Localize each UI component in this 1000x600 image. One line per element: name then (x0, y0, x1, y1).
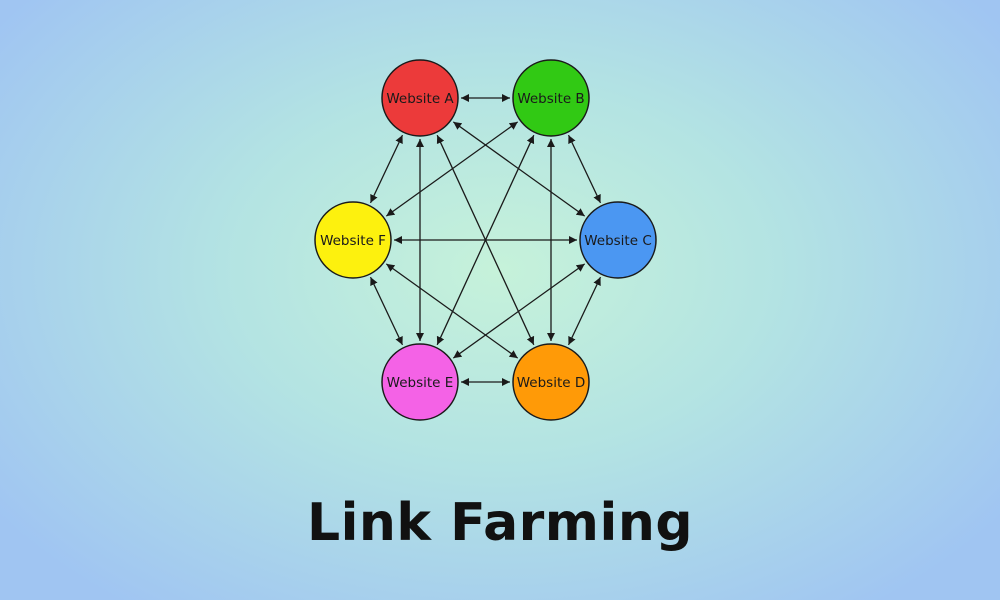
edge-c-e (452, 263, 586, 359)
node-website-e: Website E (381, 343, 459, 421)
node-label: Website E (387, 375, 454, 391)
node-website-d: Website D (512, 343, 590, 421)
node-circle (579, 201, 657, 279)
node-circle (381, 59, 459, 137)
edges-layer (369, 94, 602, 386)
node-label: Website F (320, 233, 386, 249)
node-label: Website A (386, 91, 454, 107)
node-label: Website D (517, 375, 586, 391)
edge-b-f (385, 121, 519, 217)
node-circle (314, 201, 392, 279)
node-circle (512, 59, 590, 137)
nodes-layer: Website A Website B Website C Website D Webs… (314, 59, 657, 421)
edge-c-d (567, 276, 602, 346)
edge-a-f (369, 134, 404, 204)
node-website-f: Website F (314, 201, 392, 279)
edge-a-c (452, 121, 586, 217)
edge-e-f (369, 276, 404, 346)
node-website-b: Website B (512, 59, 590, 137)
caption-title: Link Farming (306, 493, 694, 553)
node-circle (512, 343, 590, 421)
node-label: Website B (517, 91, 584, 107)
edge-d-f (385, 263, 519, 359)
edge-b-c (567, 134, 602, 204)
node-website-a: Website A (381, 59, 459, 137)
node-label: Website C (584, 233, 652, 249)
node-website-c: Website C (579, 201, 657, 279)
node-circle (381, 343, 459, 421)
